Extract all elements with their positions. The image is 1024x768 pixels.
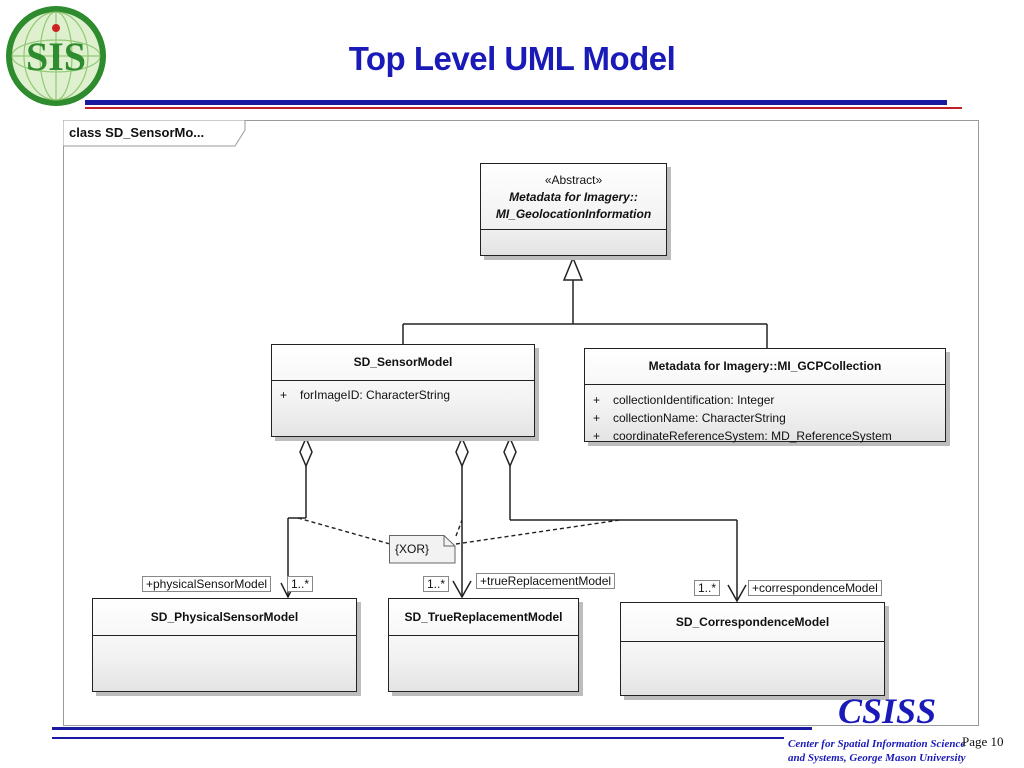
class-geolocation-information[interactable]: «Abstract» Metadata for Imagery:: MI_Geo… [480,163,667,256]
attribute-visibility: + [280,388,288,402]
attribute-visibility: + [593,411,601,425]
sis-logo: SIS [4,4,108,108]
title-underline-red [85,107,962,109]
attribute-visibility: + [593,429,601,443]
org-name-line2: and Systems, George Mason University [788,752,966,764]
class-sd-correspondence-model[interactable]: SD_CorrespondenceModel [620,602,885,696]
title-underline-blue [85,100,947,105]
class-attribute: + coordinateReferenceSystem: MD_Reference… [593,427,945,445]
logo-text: SIS [26,34,86,79]
xor-constraint-text: {XOR} [395,542,430,556]
frame-title: class SD_SensorMo... [69,125,205,140]
physical-role-label: +physicalSensorModel [142,576,272,592]
correspondence-multiplicity-label: 1..* [694,580,721,596]
generalization-arrowhead [562,256,584,281]
class-sd-sensor-model[interactable]: SD_SensorModel + forImageID: CharacterStr… [271,344,535,437]
frame-tab [63,120,246,147]
attribute-text: coordinateReferenceSystem: MD_ReferenceS… [613,429,892,443]
attribute-visibility: + [593,393,601,407]
physical-multiplicity-label: 1..* [287,576,314,592]
page-number: Page 10 [962,734,1004,749]
class-name: SD_SensorModel [272,345,534,381]
footer-rule-bottom [52,737,784,739]
org-abbreviation: CSISS [838,691,937,731]
class-gcp-collection[interactable]: Metadata for Imagery::MI_GCPCollection +… [584,348,946,445]
attribute-text: collectionName: CharacterString [613,411,786,425]
attribute-text: forImageID: CharacterString [300,388,451,402]
class-name-line1: Metadata for Imagery:: [509,190,638,204]
correspondence-role-label: +correspondenceModel [748,580,882,596]
class-name: SD_PhysicalSensorModel [93,599,356,636]
xor-constraint-note [389,535,456,564]
class-name: SD_TrueReplacementModel [389,599,578,636]
attribute-text: collectionIdentification: Integer [613,393,775,407]
org-name-line1: Center for Spatial Information Science [788,738,966,750]
class-attribute: + forImageID: CharacterString [272,381,534,402]
class-stereotype: «Abstract» [544,173,603,187]
org-name: Center for Spatial Information Science a… [788,737,966,765]
class-name-line2: MI_GeolocationInformation [495,207,652,221]
class-attribute: + collectionName: CharacterString [593,409,945,427]
true-replacement-multiplicity-label: 1..* [423,576,450,592]
class-name: Metadata for Imagery::MI_GCPCollection [585,349,945,385]
class-sd-true-replacement-model[interactable]: SD_TrueReplacementModel [388,598,579,692]
class-sd-physical-sensor-model[interactable]: SD_PhysicalSensorModel [92,598,357,692]
true-replacement-role-label: +trueReplacementModel [476,573,616,589]
class-name: SD_CorrespondenceModel [621,603,884,642]
footer-rule-top [52,727,812,730]
class-attribute: + collectionIdentification: Integer [593,391,945,409]
page-title: Top Level UML Model [348,40,676,77]
